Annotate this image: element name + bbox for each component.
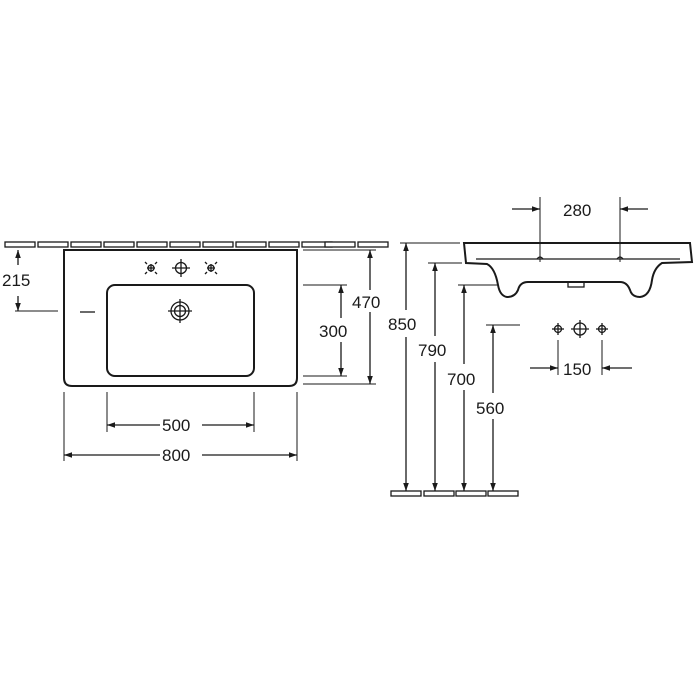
dim-850-label: 850: [388, 315, 416, 334]
dim-300-label: 300: [319, 322, 347, 341]
dim-500-label: 500: [162, 416, 190, 435]
top-view: 215 470 300 500 800: [2, 241, 389, 465]
dim-470-label: 470: [352, 293, 380, 312]
dim-560-label: 560: [476, 399, 504, 418]
tap-hole-right: [204, 261, 218, 275]
tap-hole-center: [172, 259, 190, 277]
floor-side-view: [390, 490, 519, 497]
dim-280-label: 280: [563, 201, 591, 220]
dim-800-label: 800: [162, 446, 190, 465]
dim-150-label: 150: [563, 360, 591, 379]
detail-hole-center: [571, 320, 589, 338]
wall-top-view: [4, 241, 389, 248]
bowl-outline: [106, 284, 255, 377]
drain: [168, 299, 192, 323]
dim-700-label: 700: [447, 370, 475, 389]
detail-hole-right: [596, 323, 608, 335]
dim-790-label: 790: [418, 341, 446, 360]
basin-outline: [63, 249, 298, 387]
tap-hole-detail: 150: [530, 320, 632, 379]
tap-hole-left: [144, 261, 158, 275]
side-view: 280 850 790 700 560: [388, 197, 694, 497]
dim-215-label: 215: [2, 271, 30, 290]
detail-hole-left: [552, 323, 564, 335]
basin-side-profile: [462, 242, 694, 299]
